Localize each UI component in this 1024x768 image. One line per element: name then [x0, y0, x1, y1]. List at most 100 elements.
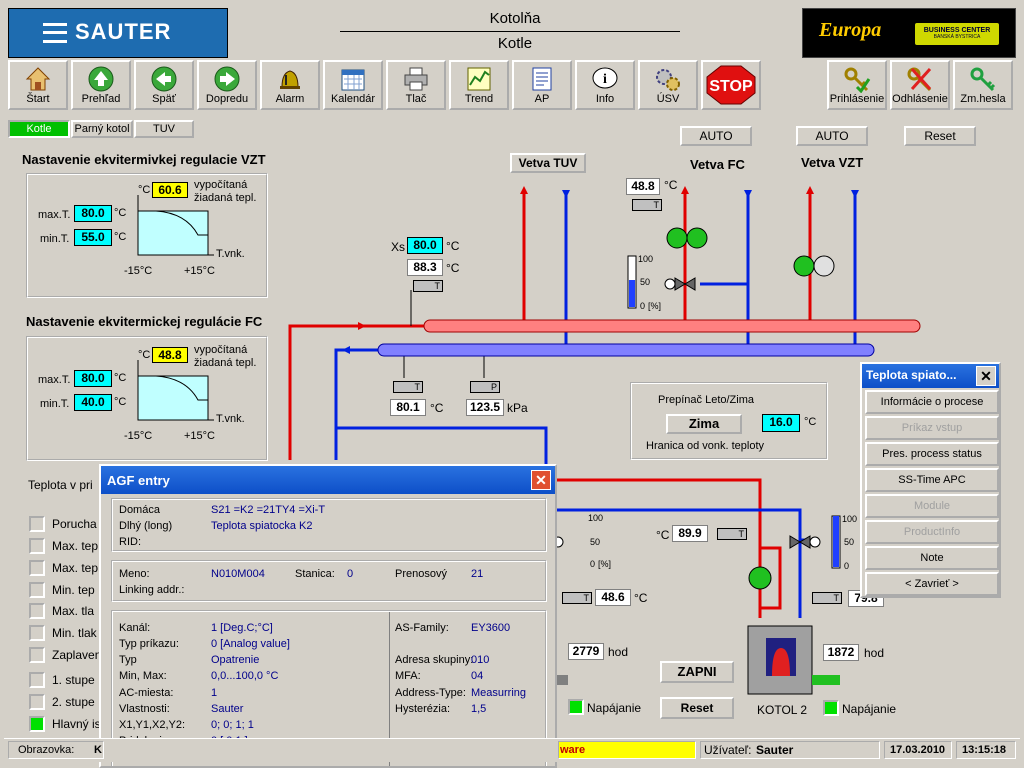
- alarm-indicator: [29, 694, 45, 710]
- start-button[interactable]: Štart: [8, 60, 68, 110]
- alarm-indicator: [29, 560, 45, 576]
- stop-sign-icon: STOP: [706, 65, 756, 105]
- alarm-label: Hlavný is: [52, 717, 101, 731]
- kotol2-label: KOTOL 2: [757, 703, 808, 717]
- document-icon: [532, 67, 552, 91]
- info-icon: i: [592, 67, 618, 89]
- stop-button[interactable]: STOP: [701, 60, 761, 110]
- header-measured-temp: 88.3: [407, 259, 443, 276]
- tab-parny-kotol[interactable]: Parný kotol: [71, 120, 133, 138]
- menu-item-note[interactable]: Note: [865, 546, 999, 570]
- alarm-label: Max. tep: [52, 539, 99, 553]
- page-subtitle: Kotle: [497, 35, 533, 52]
- menu-item-product-info[interactable]: ProductInfo: [865, 520, 999, 544]
- alarm-label: 1. stupe: [52, 673, 95, 687]
- menu-item-command-input[interactable]: Príkaz vstup: [865, 416, 999, 440]
- k2-supply-temp: 89.9: [672, 525, 708, 542]
- usv-button[interactable]: ÚSV: [638, 60, 698, 110]
- alarm-status-field: [558, 741, 696, 759]
- calendar-button[interactable]: Kalendár: [323, 60, 383, 110]
- vzt-curve-graph: [137, 195, 214, 256]
- arrow-right-icon: [214, 66, 240, 92]
- trend-button[interactable]: Trend: [449, 60, 509, 110]
- close-icon[interactable]: ✕: [976, 366, 996, 386]
- printer-icon: [404, 67, 428, 91]
- logout-button[interactable]: Odhlásenie: [890, 60, 950, 110]
- pump-icon: [666, 227, 835, 590]
- menu-item-process-info[interactable]: Informácie o procese: [865, 390, 999, 414]
- key-check-icon: [844, 67, 871, 93]
- auto-vzt-button[interactable]: AUTO: [796, 126, 868, 146]
- vzt-max-temp-input[interactable]: 80.0: [74, 205, 112, 222]
- zima-button[interactable]: Zima: [666, 414, 742, 434]
- reset-top-button[interactable]: Reset: [904, 126, 976, 146]
- temp-sensor-icon: T: [393, 381, 423, 393]
- pressure-sensor-icon: P: [470, 381, 500, 393]
- alarm-label: Min. tlak: [52, 626, 97, 640]
- alarm-label: Min. tep: [52, 583, 95, 597]
- login-button[interactable]: Prihlásenie: [827, 60, 887, 110]
- power-indicator: [823, 700, 839, 716]
- status-bar: Obrazovka: K ware Užívateľ: Sauter 17.03…: [4, 738, 1020, 762]
- vzt-min-temp-input[interactable]: 55.0: [74, 229, 112, 246]
- status-time: 13:15:18: [962, 744, 1007, 756]
- return-temp-value: 80.1: [390, 399, 426, 416]
- alarm-indicator: [29, 625, 45, 641]
- trend-chart-icon: [467, 67, 491, 91]
- k2-hours: 1872: [823, 644, 859, 661]
- menu-item-process-status[interactable]: Pres. process status: [865, 442, 999, 466]
- svg-text:STOP: STOP: [709, 78, 753, 95]
- context-menu-titlebar: Teplota spiato... ✕: [862, 364, 999, 388]
- context-menu-window: Teplota spiato... ✕ Informácie o procese…: [860, 362, 1001, 598]
- menu-item-ss-time-apc[interactable]: SS-Time APC: [865, 468, 999, 492]
- print-button[interactable]: Tlač: [386, 60, 446, 110]
- reset-bottom-button[interactable]: Reset: [660, 697, 734, 719]
- sauter-logo-bar: SAUTER: [8, 8, 228, 58]
- power-indicator: [568, 699, 584, 715]
- auto-fc-button[interactable]: AUTO: [680, 126, 752, 146]
- tab-kotle[interactable]: Kotle: [8, 120, 70, 138]
- vetva-fc-label: Vetva FC: [690, 157, 745, 172]
- alarm-indicator: [29, 672, 45, 688]
- overview-button[interactable]: Prehľad: [71, 60, 131, 110]
- alarm-button[interactable]: Alarm: [260, 60, 320, 110]
- alarm-label: Max. tla: [52, 604, 95, 618]
- fc-max-temp-input[interactable]: 80.0: [74, 370, 112, 387]
- vzt-section-title: Nastavenie ekvitermivkej regulacie VZT: [22, 152, 266, 167]
- alarm-indicator: [29, 716, 45, 732]
- key-icon: [970, 67, 996, 92]
- forward-button[interactable]: Dopredu: [197, 60, 257, 110]
- menu-item-close[interactable]: < Zavrieť >: [865, 572, 999, 596]
- season-limit-input[interactable]: 16.0: [762, 414, 800, 432]
- alarm-indicator: [29, 582, 45, 598]
- ap-button[interactable]: AP: [512, 60, 572, 110]
- season-switch-panel: Prepínač Leto/Zima Zima 16.0 °C Hranica …: [630, 382, 828, 460]
- fc-section-title: Nastavenie ekvitermickej regulácie FC: [26, 314, 263, 329]
- xs-setpoint-input[interactable]: 80.0: [407, 237, 443, 254]
- current-user: Sauter: [756, 743, 794, 757]
- back-button[interactable]: Späť: [134, 60, 194, 110]
- status-date: 17.03.2010: [890, 744, 946, 756]
- menu-item-module[interactable]: Module: [865, 494, 999, 518]
- temp-sensor-icon: T: [562, 592, 592, 604]
- vetva-tuv-button[interactable]: Vetva TUV: [510, 153, 586, 173]
- menu-icon[interactable]: [43, 23, 67, 43]
- alarm-indicator: [29, 538, 45, 554]
- temp-sensor-icon: T: [717, 528, 747, 540]
- alarm-label: 2. stupe: [52, 695, 95, 709]
- home-icon: [25, 67, 51, 91]
- tab-tuv[interactable]: TUV: [134, 120, 194, 138]
- fc-min-temp-input[interactable]: 40.0: [74, 394, 112, 411]
- zapni-button[interactable]: ZAPNI: [660, 661, 734, 683]
- alarm-indicator: [29, 516, 45, 532]
- temp-sensor-icon: T: [812, 592, 842, 604]
- alarm-label: Porucha: [52, 517, 97, 531]
- close-icon[interactable]: ✕: [531, 470, 551, 490]
- change-password-button[interactable]: Zm.hesla: [953, 60, 1013, 110]
- sauter-logo: SAUTER: [75, 19, 172, 44]
- europa-logo: Europa BUSINESS CENTER BANSKÁ BYSTRICA: [802, 8, 1016, 58]
